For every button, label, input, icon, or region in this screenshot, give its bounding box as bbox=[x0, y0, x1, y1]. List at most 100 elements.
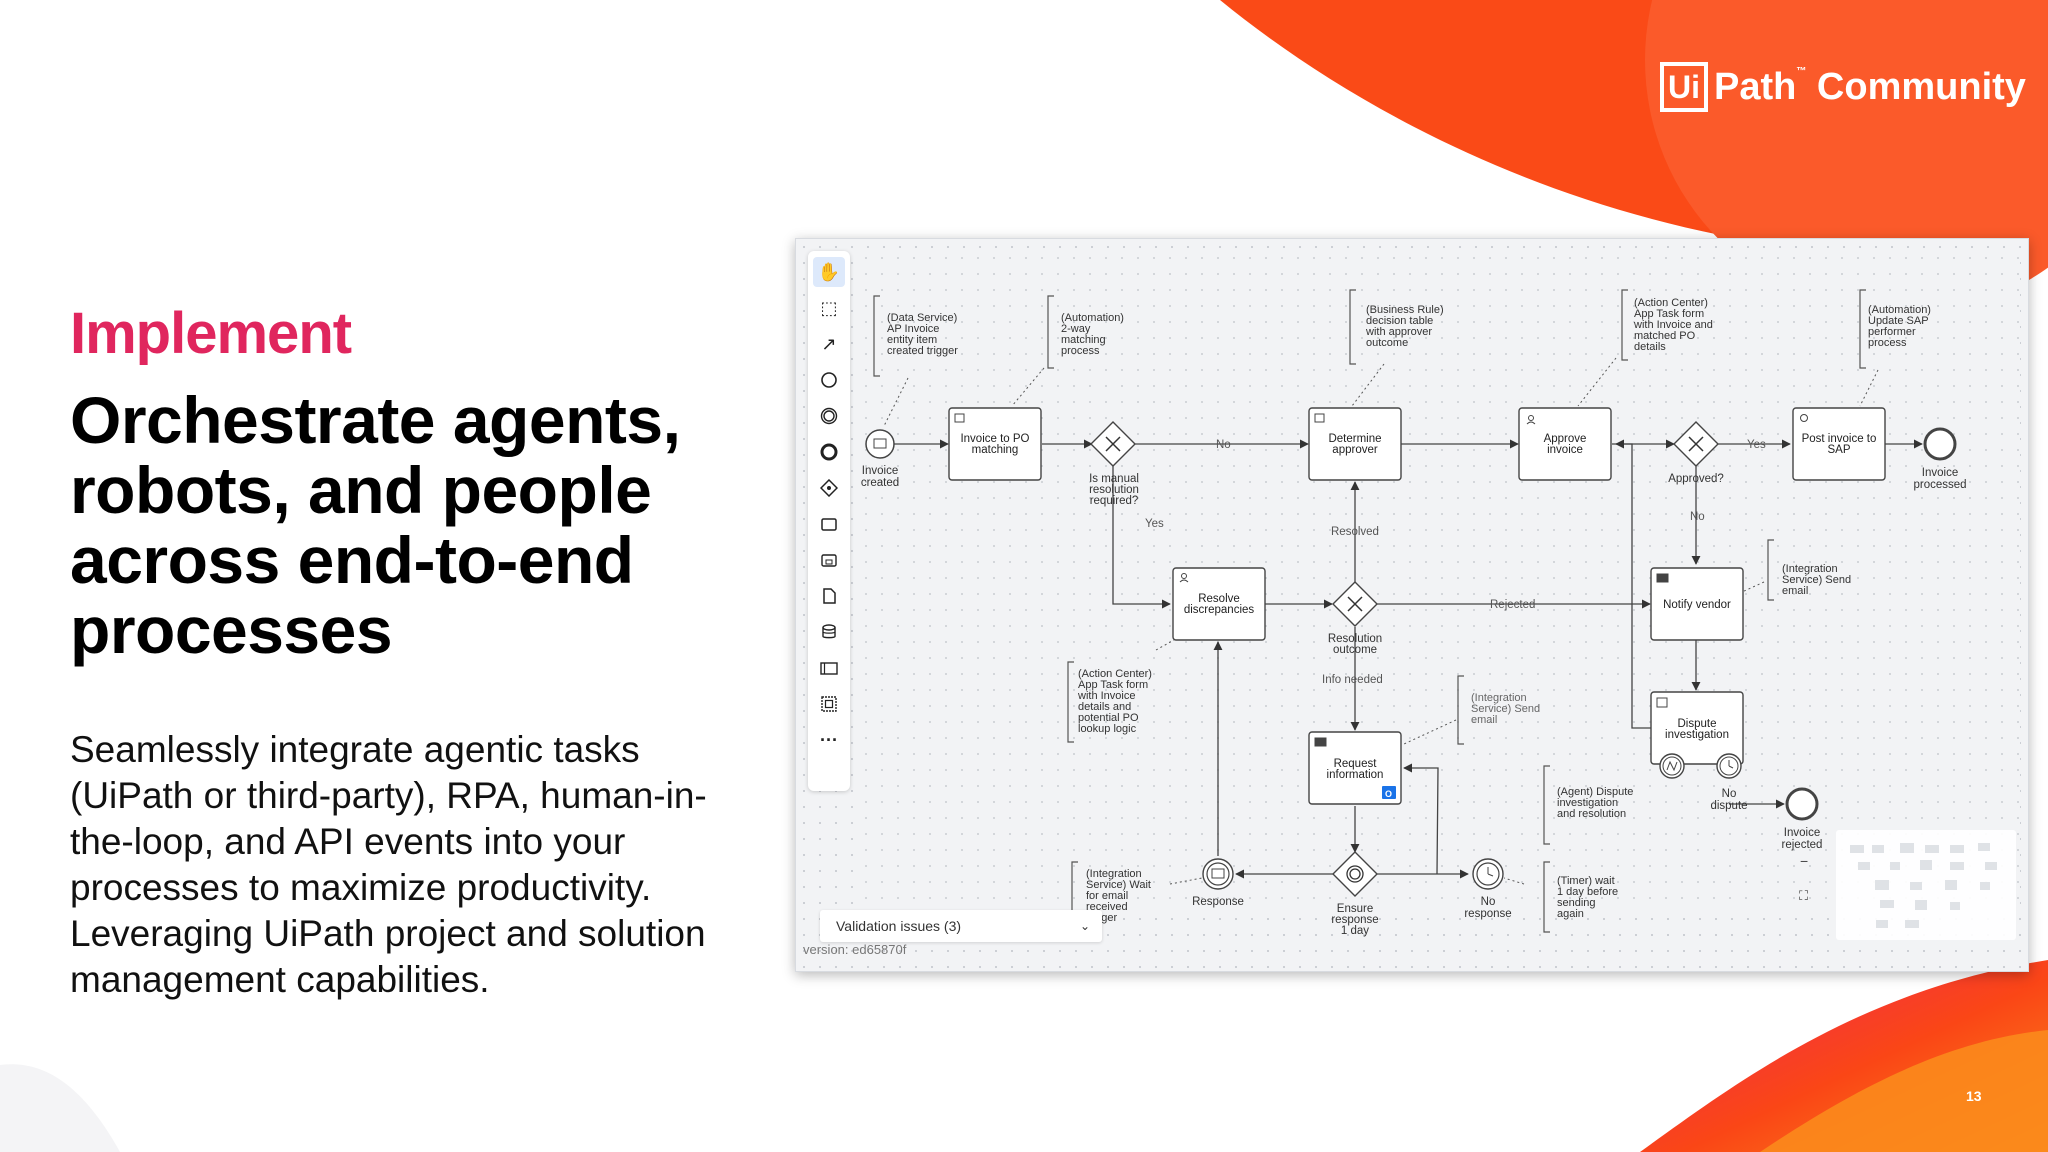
data-store-icon[interactable] bbox=[813, 617, 845, 647]
uipath-community-logo: Ui Path™ Community bbox=[1660, 62, 2026, 112]
pool-icon[interactable] bbox=[813, 653, 845, 683]
flow-label-rejected: Rejected bbox=[1490, 599, 1535, 611]
subprocess-icon[interactable] bbox=[813, 545, 845, 575]
body-line: management capabilities. bbox=[70, 959, 490, 1000]
intermediate-event-icon[interactable] bbox=[813, 401, 845, 431]
annotation: (Integration bbox=[1782, 563, 1838, 575]
label-invoice-created-2: created bbox=[861, 477, 899, 489]
annotation: (Agent) Dispute bbox=[1557, 786, 1633, 798]
annotation: 1 day before bbox=[1557, 886, 1618, 898]
annotation: decision table bbox=[1366, 315, 1433, 327]
headline-line: across end-to-end bbox=[70, 523, 634, 597]
gateway-label: Is manual bbox=[1089, 473, 1139, 485]
annotation: with Invoice and bbox=[1633, 319, 1713, 331]
top-right-circle bbox=[1645, 0, 2048, 315]
annotation: sending bbox=[1557, 897, 1596, 909]
annotation: with approver bbox=[1365, 326, 1432, 338]
start-event-invoice-created bbox=[865, 429, 895, 459]
gateway-label: required? bbox=[1090, 495, 1139, 507]
labels: Invoice created Invoice processed Invoic… bbox=[861, 297, 1967, 937]
logo-path: Path bbox=[1714, 65, 1797, 108]
label-no-response-1: No bbox=[1481, 896, 1496, 908]
label-no-dispute-2: dispute bbox=[1710, 800, 1747, 812]
gear-icon bbox=[1800, 414, 1808, 422]
group-icon[interactable] bbox=[813, 689, 845, 719]
annotation: 2-way bbox=[1061, 323, 1091, 335]
annotation: investigation bbox=[1557, 797, 1618, 809]
gateway-label: 1 day bbox=[1341, 925, 1369, 937]
flow-yes-to-resolve bbox=[1112, 465, 1171, 609]
task-request-information bbox=[1308, 731, 1402, 805]
task-label: Notify vendor bbox=[1663, 599, 1731, 611]
task-post-sap bbox=[1792, 407, 1886, 481]
gateway-label: Resolution bbox=[1328, 633, 1382, 645]
label-no-response-2: response bbox=[1464, 908, 1511, 920]
annotation: with Invoice bbox=[1077, 690, 1135, 702]
flow-label-resolved: Resolved bbox=[1331, 526, 1379, 538]
task-label: information bbox=[1327, 769, 1384, 781]
annotation: and resolution bbox=[1557, 808, 1626, 820]
body-paragraph: Seamlessly integrate agentic tasks (UiPa… bbox=[70, 727, 760, 1003]
gateway-label: Approved? bbox=[1668, 473, 1724, 485]
connect-arrow-icon[interactable]: ↗ bbox=[821, 333, 837, 354]
task-icon[interactable] bbox=[813, 509, 845, 539]
agent-icon bbox=[1656, 697, 1668, 708]
lasso-select-icon[interactable]: ⬚ bbox=[820, 297, 838, 318]
annotation: performer bbox=[1868, 326, 1916, 338]
chevron-down-icon: ⌄ bbox=[1079, 919, 1090, 933]
more-icon[interactable]: ··· bbox=[820, 729, 838, 750]
task-label: SAP bbox=[1827, 444, 1850, 456]
task-label: Request bbox=[1334, 758, 1378, 770]
logo-ui-box: Ui bbox=[1660, 62, 1708, 112]
annotation: (Integration bbox=[1471, 692, 1527, 704]
annotation: (Data Service) bbox=[887, 312, 957, 324]
flow-dispute-back-to-approve bbox=[1615, 439, 1652, 729]
flow-label-yes: Yes bbox=[1145, 518, 1164, 530]
business-rule-icon bbox=[1314, 413, 1325, 423]
body-line: (UiPath or third-party), RPA, human-in- bbox=[70, 775, 707, 816]
annotation: (Business Rule) bbox=[1366, 304, 1444, 316]
annotation: entity item bbox=[887, 334, 937, 346]
hand-icon[interactable]: ✋ bbox=[813, 257, 845, 287]
validation-issues-dropdown[interactable]: Validation issues (3) ⌄ bbox=[820, 910, 1102, 942]
annotation: AP Invoice bbox=[887, 323, 939, 335]
label-response: Response bbox=[1192, 896, 1244, 908]
annotation: outcome bbox=[1366, 337, 1408, 349]
annotation: again bbox=[1557, 908, 1584, 920]
gateway-icon[interactable] bbox=[813, 473, 845, 503]
task-label: invoice bbox=[1547, 444, 1583, 456]
annotation: for email bbox=[1086, 890, 1128, 902]
annotation: created trigger bbox=[887, 345, 958, 357]
task-determine-approver bbox=[1308, 407, 1402, 481]
task-approve-invoice bbox=[1518, 407, 1612, 481]
start-event-icon[interactable] bbox=[813, 365, 845, 395]
end-event-invoice-processed bbox=[1923, 427, 1957, 461]
bottom-right-orange bbox=[1760, 1030, 2048, 1152]
annotation: (Action Center) bbox=[1634, 297, 1708, 309]
task-label: matching bbox=[972, 444, 1019, 456]
annotation: email bbox=[1471, 714, 1497, 726]
task-label: Approve bbox=[1544, 433, 1587, 445]
outlook-badge-icon bbox=[1382, 786, 1396, 799]
slide-text: Implement Orchestrate agents, robots, an… bbox=[70, 300, 770, 1003]
data-object-icon[interactable] bbox=[813, 581, 845, 611]
task-invoice-po bbox=[948, 407, 1042, 481]
minimap[interactable] bbox=[1836, 830, 2016, 940]
annotation: Service) Send bbox=[1782, 574, 1851, 586]
section-kicker: Implement bbox=[70, 301, 352, 366]
task-label: Dispute bbox=[1678, 718, 1717, 730]
annotation: App Task form bbox=[1634, 308, 1704, 320]
fit-view-icon[interactable]: ⛶ bbox=[1798, 888, 1809, 903]
service-task-icon bbox=[954, 413, 965, 423]
label-invoice-rejected-1: Invoice bbox=[1784, 827, 1820, 839]
annotation: matched PO bbox=[1634, 330, 1696, 342]
zoom-out-icon[interactable]: − bbox=[1800, 853, 1808, 869]
envelope-icon bbox=[873, 438, 887, 449]
version-label: version: ed65870f bbox=[803, 942, 907, 957]
task-notify-vendor bbox=[1650, 567, 1744, 641]
end-event-icon[interactable] bbox=[813, 437, 845, 467]
palette-toolbar: ✋ ⬚ ↗ ··· bbox=[808, 251, 850, 791]
logo-community: Community bbox=[1816, 65, 2026, 108]
envelope-icon bbox=[1211, 868, 1225, 879]
